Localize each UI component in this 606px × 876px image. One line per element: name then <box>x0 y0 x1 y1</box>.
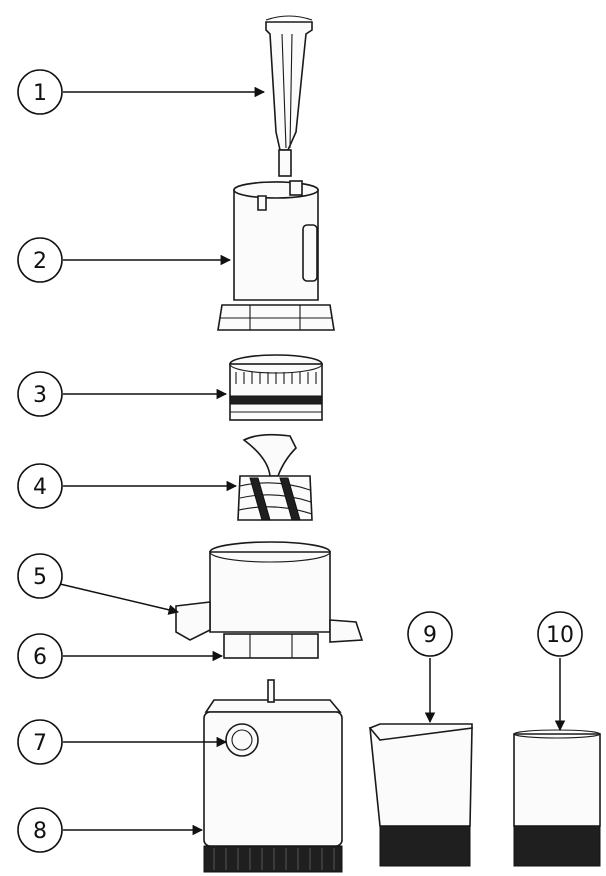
pulp-cup-part <box>513 729 601 867</box>
callout-label-3: 3 <box>33 383 47 408</box>
callout-leaders <box>59 86 566 836</box>
callout-label-2: 2 <box>33 249 47 274</box>
strainer-part <box>229 354 323 421</box>
callout-label-6: 6 <box>33 645 47 670</box>
pusher-part <box>265 15 313 177</box>
callout-label-8: 8 <box>33 819 47 844</box>
callout-4: 4 <box>17 463 63 509</box>
callout-7: 7 <box>17 719 63 765</box>
callout-label-7: 7 <box>33 731 47 756</box>
juicing-bowl-part <box>175 541 364 659</box>
callout-10: 10 <box>537 611 583 657</box>
callout-1: 1 <box>17 69 63 115</box>
callout-9: 9 <box>407 611 453 657</box>
callout-5: 5 <box>17 553 63 599</box>
juice-cup-part <box>368 723 473 867</box>
leader-5 <box>59 583 180 615</box>
callout-label-10: 10 <box>546 623 574 648</box>
feeding-chute-part <box>217 180 335 331</box>
callout-label-4: 4 <box>33 475 47 500</box>
callout-3: 3 <box>17 371 63 417</box>
callout-6: 6 <box>17 633 63 679</box>
motor-base-part <box>203 679 343 873</box>
callout-8: 8 <box>17 807 63 853</box>
callout-label-9: 9 <box>423 623 437 648</box>
auger-part <box>237 433 313 521</box>
callout-label-1: 1 <box>33 81 47 106</box>
callout-label-5: 5 <box>33 565 47 590</box>
callout-2: 2 <box>17 237 63 283</box>
